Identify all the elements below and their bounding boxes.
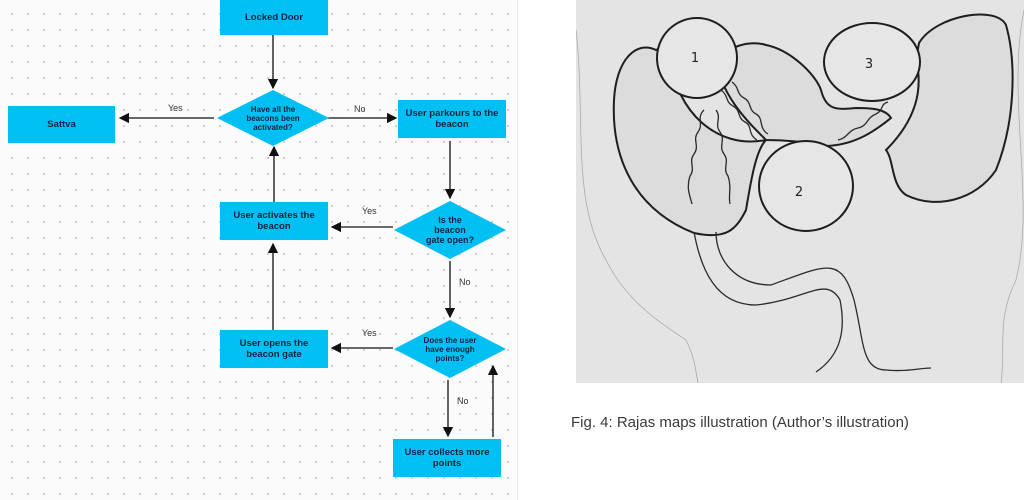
figure-caption: Fig. 4: Rajas maps illustration (Author’…: [571, 414, 909, 431]
region-2: [758, 140, 854, 232]
node-collects: User collects more points: [393, 439, 501, 477]
decision-label: Is the beacon gate open?: [425, 215, 474, 245]
region-1: [656, 17, 738, 99]
decision-label: Does the user have enough points?: [423, 335, 477, 363]
region-label: 1: [691, 51, 699, 66]
node-label: User parkours to the beacon: [405, 108, 499, 130]
node-label: User opens the beacon gate: [239, 338, 309, 360]
decision-label: Have all the beacons been activated?: [246, 104, 300, 132]
region-3: [823, 22, 921, 102]
region-label: 3: [865, 57, 873, 72]
middle-lobe: [714, 42, 893, 148]
node-sattva: Sattva: [8, 106, 115, 143]
edge-label-no: No: [354, 104, 366, 114]
node-label: User collects more points: [404, 447, 490, 469]
node-label: User activates the beacon: [233, 210, 315, 232]
node-label: Sattva: [47, 119, 76, 130]
flowchart-connectors: [118, 35, 499, 438]
decision-gate-open: Is the beacon gate open?: [394, 201, 506, 259]
node-opens-gate: User opens the beacon gate: [220, 330, 328, 368]
edge-label-no: No: [457, 396, 469, 406]
rajas-map-sketch: 1 2 3: [576, 0, 1024, 383]
decision-enough-points: Does the user have enough points?: [394, 320, 506, 378]
edge-label-no: No: [459, 277, 471, 287]
node-parkours: User parkours to the beacon: [398, 100, 506, 138]
decision-all-activated: Have all the beacons been activated?: [217, 90, 329, 146]
edge-label-yes: Yes: [362, 206, 377, 216]
flowchart-canvas: Locked Door Have all the beacons been ac…: [0, 0, 518, 500]
node-label: Locked Door: [244, 12, 304, 23]
edge-label-yes: Yes: [168, 103, 183, 113]
node-locked-door: Locked Door: [220, 0, 328, 35]
node-activates: User activates the beacon: [220, 202, 328, 240]
edge-label-yes: Yes: [362, 328, 377, 338]
region-label: 2: [795, 185, 803, 200]
